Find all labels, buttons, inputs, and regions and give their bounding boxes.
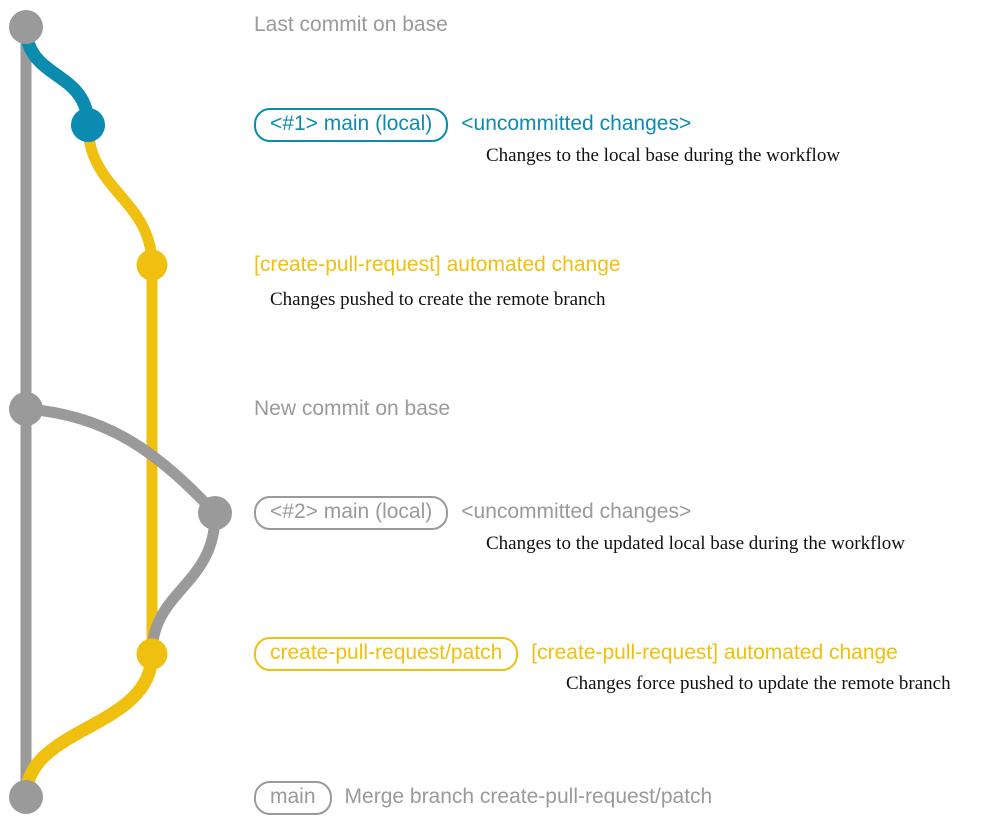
commit-node-local-2[interactable] [198,496,232,530]
commit-node-base-merge[interactable] [9,780,43,814]
commit-note-patch-update: Changes force pushed to update the remot… [566,673,951,694]
commit-subject-base-merge: Merge branch create-pull-request/patch [344,785,713,808]
commit-subject-local-2: <uncommitted changes> [461,500,692,523]
commit-node-local-1[interactable] [71,108,105,142]
commit-note-patch-create: Changes pushed to create the remote bran… [270,289,606,310]
commit-note-local-2: Changes to the updated local base during… [486,533,905,554]
commit-node-patch-create[interactable] [136,249,168,281]
ref-pill-local-1[interactable]: <#1> main (local) [254,108,449,143]
ref-pill-patch-branch[interactable]: create-pull-request/patch [254,637,519,672]
commit-note-local-1: Changes to the local base during the wor… [486,145,841,166]
commit-node-patch-update[interactable] [136,638,168,670]
heading-new-commit-on-base: New commit on base [254,397,451,420]
ref-pill-main[interactable]: main [254,781,332,816]
heading-last-commit-on-base: Last commit on base [254,13,448,36]
row-local-1: <#1> main (local) <uncommitted changes> [254,108,692,143]
commit-subject-patch-update: [create-pull-request] automated change [531,641,898,664]
commit-node-base-new[interactable] [9,392,43,426]
row-patch-update: create-pull-request/patch [create-pull-r… [254,637,898,672]
patch-create-curve [82,119,158,271]
commit-subject-local-1: <uncommitted changes> [461,112,692,135]
local-branch-curve-2 [20,403,221,519]
row-base-merge: main Merge branch create-pull-request/pa… [254,781,713,816]
ref-pill-local-2[interactable]: <#2> main (local) [254,496,449,531]
local-2-to-patch-curve [146,507,221,660]
row-local-2: <#2> main (local) <uncommitted changes> [254,496,692,531]
commit-node-base-head[interactable] [9,10,43,44]
commit-subject-patch-create: [create-pull-request] automated change [254,253,621,276]
merge-curve [19,647,159,804]
